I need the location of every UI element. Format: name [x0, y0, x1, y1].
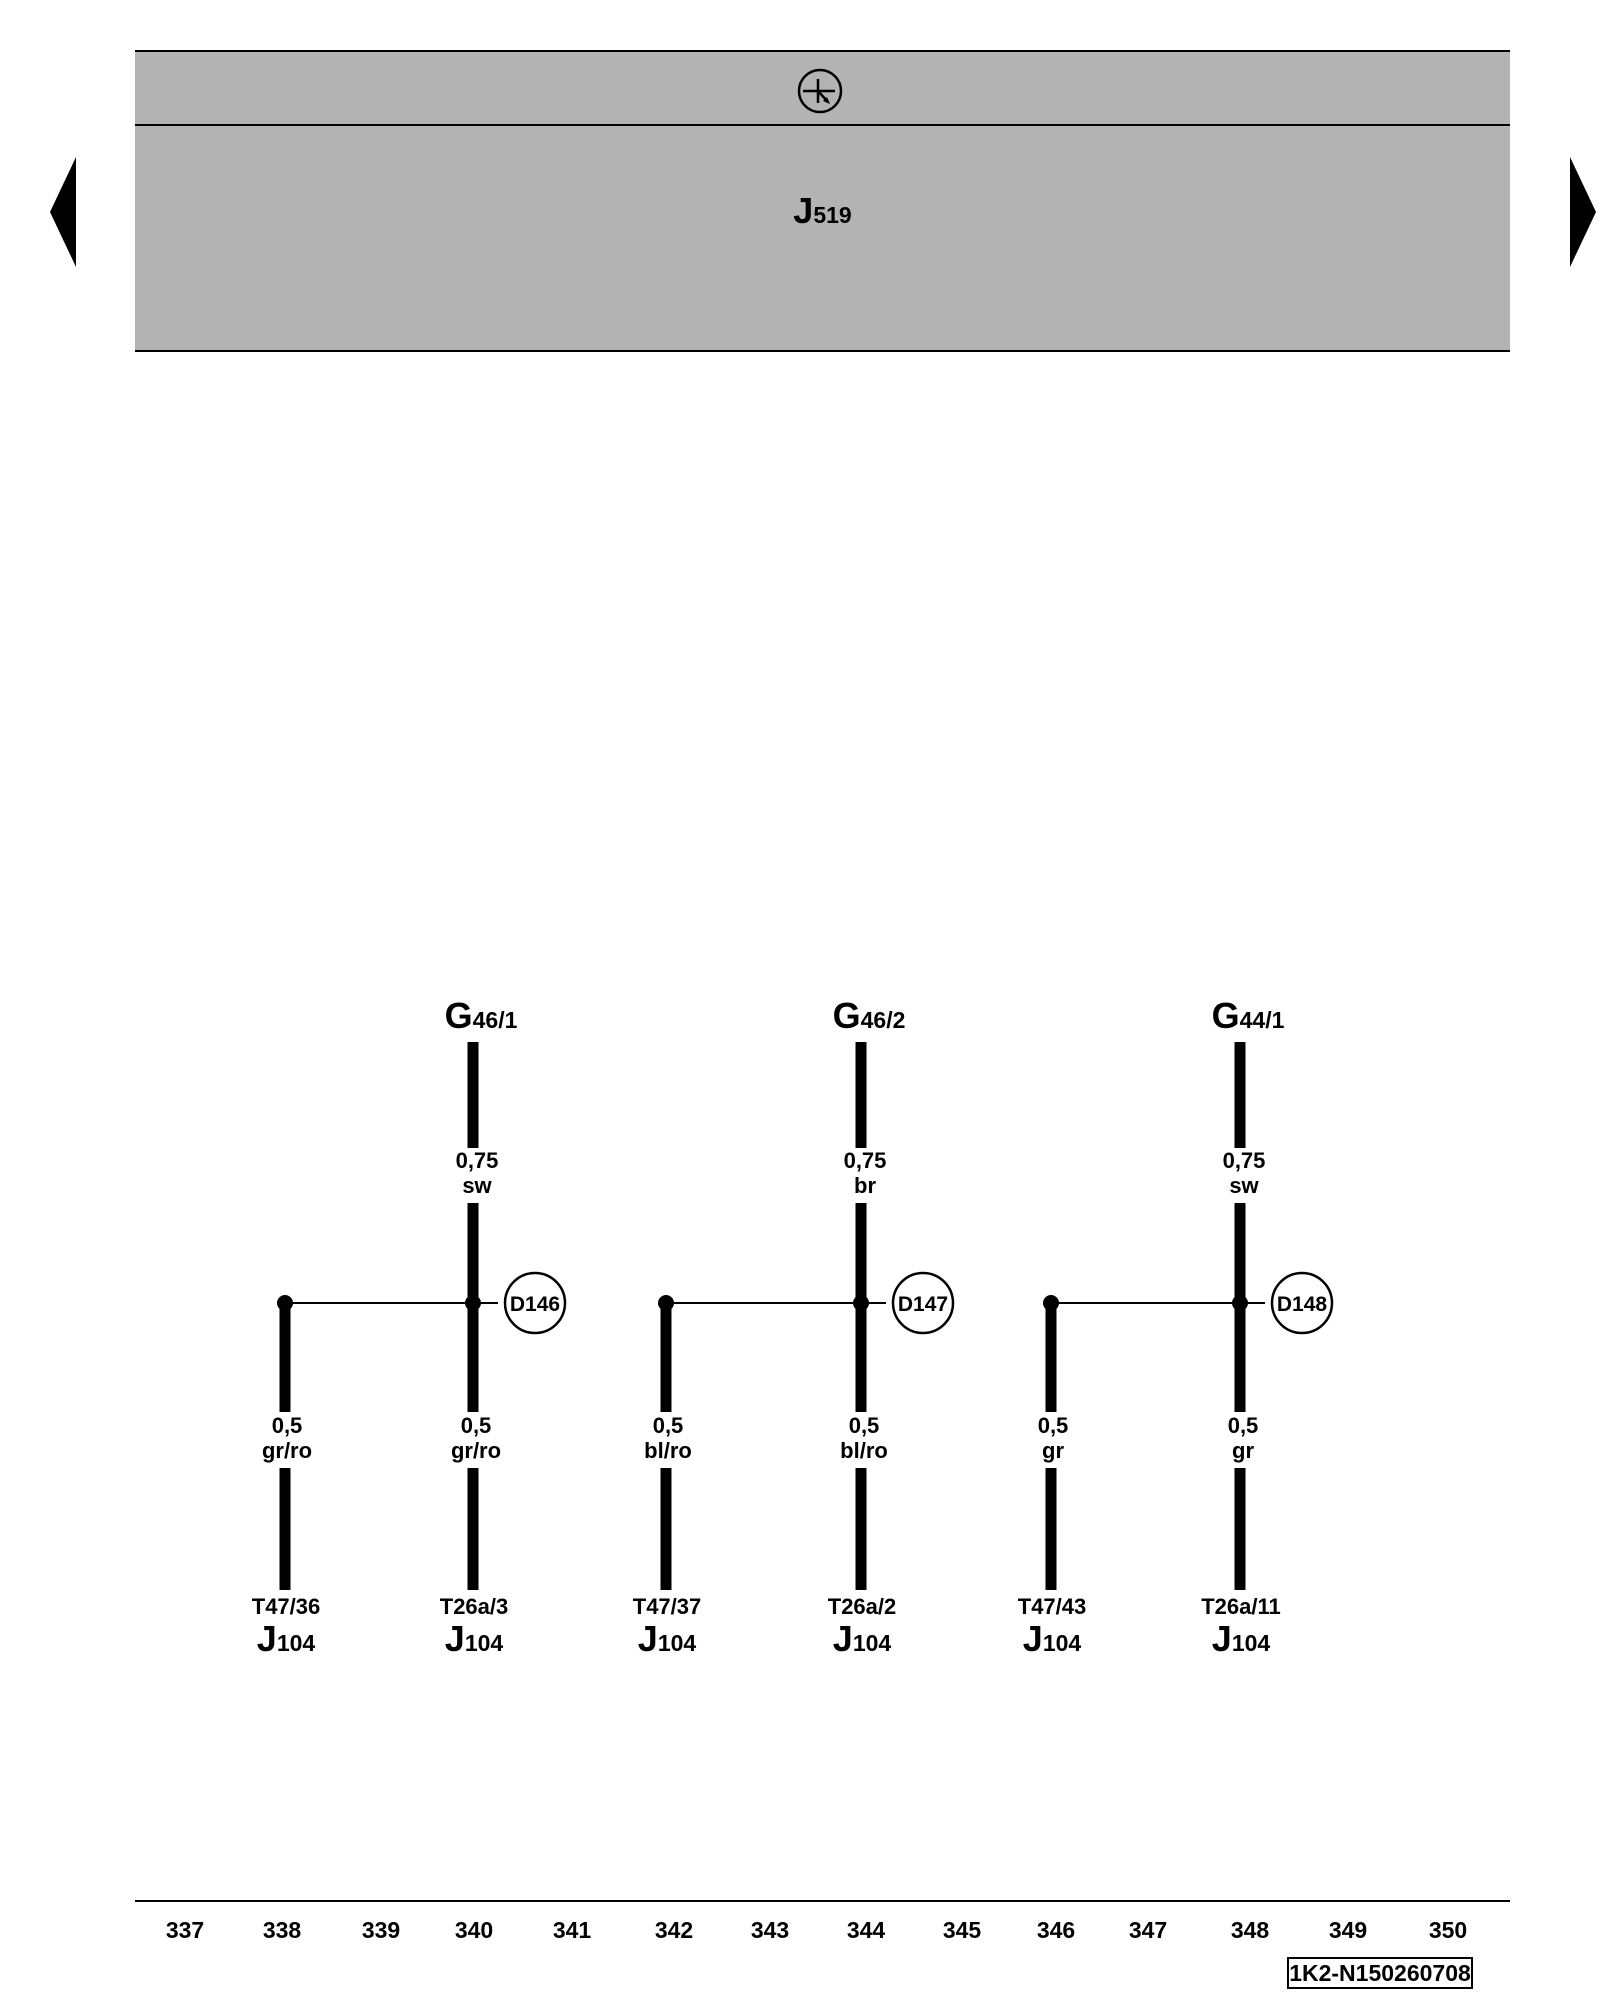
column-number: 350 [1428, 1917, 1468, 1943]
column-number: 344 [846, 1917, 886, 1943]
column-number: 337 [165, 1917, 205, 1943]
column-number: 342 [654, 1917, 694, 1943]
column-number: 338 [262, 1917, 302, 1943]
column-number: 349 [1328, 1917, 1368, 1943]
splice-label: D148 [1277, 1293, 1328, 1316]
splice-circle [891, 1271, 955, 1335]
footer-line [135, 1900, 1510, 1902]
column-number: 348 [1230, 1917, 1270, 1943]
junction-dot-left [1043, 1295, 1059, 1311]
connector-label-right: J104 [1211, 1618, 1271, 1659]
pin-label-left: T47/37 [632, 1594, 702, 1619]
column-number: 341 [552, 1917, 592, 1943]
column-number: 345 [942, 1917, 982, 1943]
column-number: 343 [750, 1917, 790, 1943]
document-id: 1K2-N150260708 [1287, 1957, 1473, 1989]
junction-dot-right [1232, 1295, 1248, 1311]
splice-label: D147 [898, 1293, 948, 1316]
component-label: G46/2 [832, 995, 906, 1036]
pin-label-right: T26a/2 [827, 1594, 897, 1619]
header-band: J519 [135, 50, 1510, 352]
ground-symbol-icon [797, 68, 843, 114]
column-number: 339 [361, 1917, 401, 1943]
junction-dot-right [465, 1295, 481, 1311]
column-number: 340 [454, 1917, 494, 1943]
splice-circle [503, 1271, 567, 1335]
column-number: 347 [1128, 1917, 1168, 1943]
junction-dot-left [277, 1295, 293, 1311]
pin-label-left: T47/36 [251, 1594, 321, 1619]
connector-label-left: J104 [256, 1618, 316, 1659]
header-divider [135, 124, 1510, 126]
junction-dot-left [658, 1295, 674, 1311]
column-number: 346 [1036, 1917, 1076, 1943]
pin-label-right: T26a/11 [1201, 1594, 1281, 1619]
next-page-arrow-icon[interactable] [1570, 157, 1596, 267]
connector-label-right: J104 [832, 1618, 892, 1659]
pin-label-left: T47/43 [1017, 1594, 1087, 1619]
control-unit-label: J519 [793, 190, 852, 231]
splice-circle [1270, 1271, 1334, 1335]
junction-dot-right [853, 1295, 869, 1311]
connector-label-left: J104 [1022, 1618, 1082, 1659]
previous-page-arrow-icon[interactable] [50, 157, 76, 267]
connector-label-left: J104 [637, 1618, 697, 1659]
component-label: G46/1 [444, 995, 518, 1036]
component-label: G44/1 [1211, 995, 1285, 1036]
splice-label: D146 [510, 1293, 560, 1316]
pin-label-right: T26a/3 [439, 1594, 509, 1619]
connector-label-right: J104 [444, 1618, 504, 1659]
